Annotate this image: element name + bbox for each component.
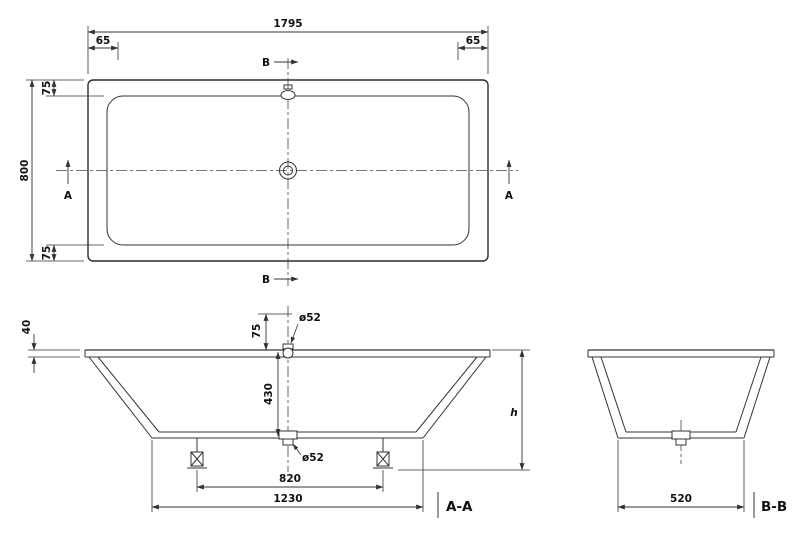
plan-inset-dimensions: 75 75 xyxy=(41,79,104,262)
dim-top-inset-label: 75 xyxy=(41,81,53,96)
drain-fitting-aa xyxy=(278,430,298,446)
dim-overflow-offset-label: 75 xyxy=(251,324,263,339)
dim-drain-diameter-label: ø52 xyxy=(302,452,324,464)
section-a-right-label: A xyxy=(505,190,514,202)
section-b-bottom-label: B xyxy=(262,274,270,286)
dim-bottom-width-label: 520 xyxy=(670,493,692,505)
foot-left xyxy=(187,438,207,469)
section-aa-label: A-A xyxy=(446,499,473,515)
aa-rim-dimension: 40 xyxy=(21,320,80,373)
section-b-marker-bottom: B xyxy=(262,274,299,286)
section-bb-view: 520 B-B xyxy=(587,349,787,518)
section-b-top-label: B xyxy=(262,57,270,69)
aa-overflow-diameter: ø52 xyxy=(290,312,321,344)
section-a-marker-left: A xyxy=(64,159,73,202)
drain-fitting-bb xyxy=(671,430,691,446)
foot-right xyxy=(373,438,393,469)
aa-drain-diameter: ø52 xyxy=(292,443,324,464)
aa-depth-dimension: 430 xyxy=(263,351,281,437)
tub-profile-aa xyxy=(84,349,491,439)
dim-left-offset-label: 65 xyxy=(96,35,111,47)
dim-rim-height-label: 40 xyxy=(21,320,33,335)
dim-overflow-diameter-label: ø52 xyxy=(299,312,321,324)
bb-bottom-width-dimension: 520 xyxy=(617,440,745,512)
aa-overflow-offset-dimension: 75 xyxy=(251,313,292,351)
overflow-symbol xyxy=(280,84,296,100)
section-bb-label-group: B-B xyxy=(753,492,787,518)
dim-right-offset-label: 65 xyxy=(466,35,481,47)
plan-end-offset-dimensions: 65 65 xyxy=(87,35,489,60)
section-aa-view: 40 75 ø52 430 ø52 820 xyxy=(21,306,530,518)
plan-width-dimension: 800 xyxy=(19,79,84,262)
dim-bottom-inset-label: 75 xyxy=(41,246,53,261)
dim-width-label: 800 xyxy=(19,160,31,182)
dim-overall-height-label: h xyxy=(510,407,517,419)
section-a-left-label: A xyxy=(64,190,73,202)
dim-feet-spacing-label: 820 xyxy=(279,473,301,485)
plan-view: 1795 65 65 800 75 75 xyxy=(19,18,518,286)
overflow-fitting-aa xyxy=(282,343,294,359)
section-b-marker-top: B xyxy=(262,57,299,69)
dim-length-label: 1795 xyxy=(273,18,302,30)
section-aa-label-group: A-A xyxy=(437,492,473,518)
section-bb-label: B-B xyxy=(761,499,787,515)
section-a-marker-right: A xyxy=(505,159,514,202)
aa-feet-spacing-dimension: 820 xyxy=(196,470,384,492)
aa-overall-height-dimension: h xyxy=(398,349,530,471)
dim-depth-label: 430 xyxy=(263,383,275,405)
aa-bottom-length-dimension: 1230 xyxy=(151,440,424,512)
dim-bottom-length-label: 1230 xyxy=(273,493,302,505)
drain-symbol xyxy=(279,161,297,180)
